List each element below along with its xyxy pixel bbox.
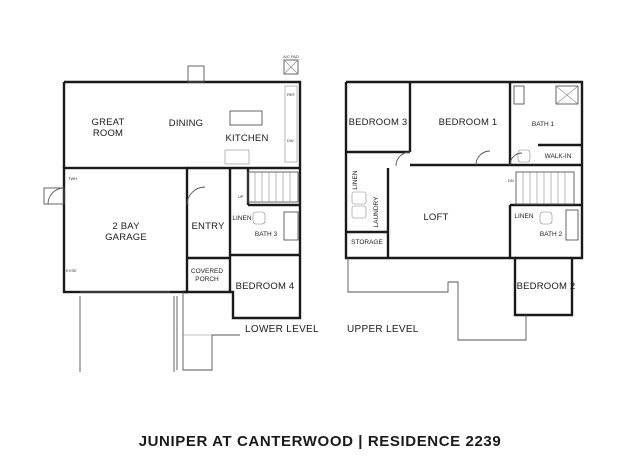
plan-title: JUNIPER AT CANTERWOOD | RESIDENCE 2239	[139, 433, 502, 450]
linen-lower-label: LINEN	[232, 215, 251, 222]
kitchen-label: KITCHEN	[225, 133, 268, 144]
walkin-label: WALK-IN	[545, 153, 572, 160]
dn-tag: DN	[508, 178, 514, 183]
great-room-label-2: ROOM	[93, 128, 123, 139]
great-room-label-1: GREAT	[91, 117, 124, 128]
garage-label-1: 2 BAY	[112, 221, 140, 232]
upper-level-plan: BEDROOM 3 BEDROOM 1 BATH 1 WALK-IN LOFT …	[344, 80, 584, 341]
stairs-upper	[515, 171, 575, 205]
stairs-lower	[247, 171, 299, 203]
entry-label: ENTRY	[191, 221, 224, 232]
upper-level-caption: UPPER LEVEL	[347, 324, 419, 335]
twh-tag: TWH	[68, 176, 77, 181]
ac-pad-tag: A/C PAD	[283, 54, 299, 59]
porch-label-2: PORCH	[195, 276, 219, 283]
laundry-label: LAUNDRY	[373, 196, 380, 228]
dw-tag: DW	[287, 138, 294, 143]
dining-label: DINING	[169, 118, 203, 129]
bath3-label: BATH 3	[255, 231, 278, 238]
bedroom2-label: BEDROOM 2	[517, 281, 576, 292]
bath2-label: BATH 2	[540, 231, 563, 238]
linen-upper-a-label: LINEN	[352, 170, 359, 189]
evse-tag: EVSE	[66, 268, 77, 273]
lower-level-caption: LOWER LEVEL	[245, 324, 319, 335]
ref-tag: REF	[287, 92, 296, 97]
porch-label-1: COVERED	[191, 268, 223, 275]
garage-label-2: GARAGE	[105, 232, 147, 243]
linen-upper-b-label: LINEN	[514, 213, 533, 220]
bedroom4-label: BEDROOM 4	[236, 281, 295, 292]
loft-label: LOFT	[423, 212, 448, 223]
bath1-label: BATH 1	[532, 121, 555, 128]
storage-label: STORAGE	[351, 239, 383, 246]
lower-level-plan: GREAT ROOM DINING KITCHEN 2 BAY GARAGE E…	[43, 54, 319, 372]
bedroom1-label: BEDROOM 1	[439, 117, 498, 128]
bedroom3-label: BEDROOM 3	[349, 117, 408, 128]
up-tag: UP	[238, 194, 244, 199]
